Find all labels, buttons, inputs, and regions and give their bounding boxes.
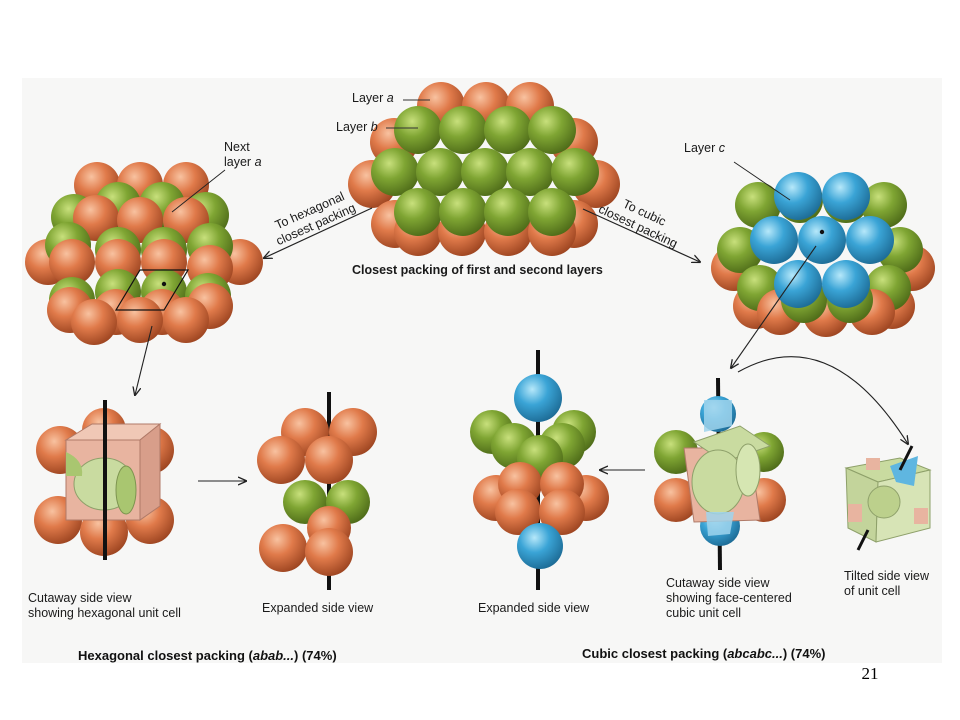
cutaway-fcc-label: Cutaway side view showing face-centered … [666,576,792,621]
layer-c-label: Layer c [684,141,725,156]
layer-b-label-letter: b [370,120,378,134]
layer-c-label-prefix: Layer [684,141,719,155]
tilted-unit-cell-figure [844,445,932,551]
cutaway-fcc-line2: showing face-centered [666,591,792,605]
cutaway-fcc-line1: Cutaway side view [666,576,770,590]
cubic-caption: Cubic closest packing (abcabc...) (74%) [582,646,825,661]
arrow-to-cubic [582,208,700,262]
fcc-cutaway-figure [654,377,786,571]
layer-a-label-letter: a [386,91,394,105]
cutaway-fcc-line3: cubic unit cell [666,606,742,620]
closest-packing-first-second-label: Closest packing of first and second laye… [352,263,603,277]
hexagonal-stack-cluster [25,162,263,345]
page-number: 21 [861,664,879,683]
arrow-fcc-cutaway-to-tilted [737,356,908,444]
hexagonal-expanded-figure [257,392,377,590]
cubic-caption-italic: abcabc... [727,646,783,661]
first-second-layer-cluster [348,82,620,256]
cutaway-hex-line2: showing hexagonal unit cell [28,606,181,620]
next-layer-a-line1: Next [224,140,250,154]
layer-a-label: Layer a [352,91,394,106]
arrow-cubic-cluster-to-cutaway [731,245,817,368]
layer-b-label-prefix: Layer [336,120,371,134]
layer-c-label-letter: c [718,141,725,155]
cutaway-hex-label: Cutaway side view showing hexagonal unit… [28,591,181,621]
cubic-caption-suffix: ) (74%) [782,646,826,661]
cubic-stack-cluster [711,161,935,337]
hexagonal-caption: Hexagonal closest packing (abab...) (74%… [78,648,337,663]
arrow-hex-cluster-to-cutaway [135,325,153,395]
tilted-label: Tilted side view of unit cell [844,569,929,599]
expanded-left-label: Expanded side view [262,601,374,615]
tilted-line2: of unit cell [844,584,901,598]
next-layer-a-line2-prefix: layer [224,155,255,169]
hexagonal-caption-prefix: Hexagonal closest packing ( [78,648,253,663]
next-layer-a-line2-letter: a [254,155,262,169]
cubic-expanded-figure [470,350,609,590]
layer-b-spheres [371,106,599,236]
cubic-caption-prefix: Cubic closest packing ( [582,646,728,661]
arrow-to-hexagonal [264,207,373,258]
layer-b-label: Layer b [336,120,378,135]
expanded-right-label: Expanded side view [478,601,590,615]
hexagonal-caption-suffix: ) (74%) [294,648,337,663]
hexagonal-cutaway-figure [34,400,174,560]
next-layer-a-label: Next layer a [224,140,262,170]
hexagonal-caption-italic: abab... [252,648,295,663]
layer-a-label-prefix: Layer [352,91,387,105]
tilted-line1: Tilted side view [844,569,929,583]
cutaway-hex-line1: Cutaway side view [28,591,132,605]
next-layer-a-line2: layer a [224,155,262,170]
